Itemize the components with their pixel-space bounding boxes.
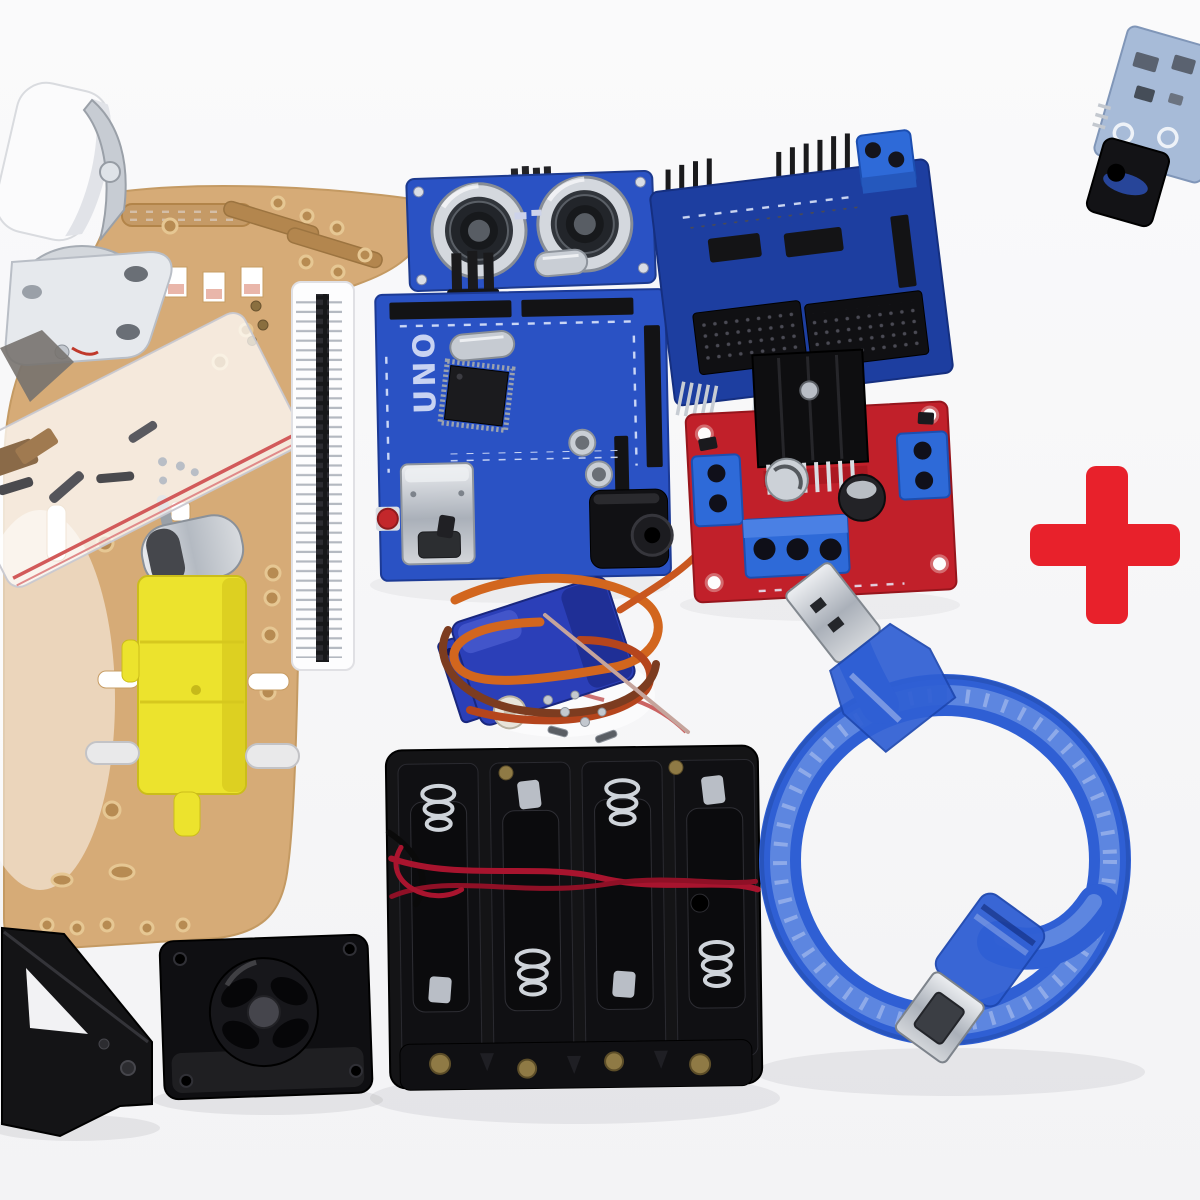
terminal-left xyxy=(690,453,744,528)
shield-terminal xyxy=(855,129,917,194)
uno-header-right xyxy=(643,325,663,468)
usb-b-connector xyxy=(894,892,1046,1064)
gearbox-tab-bottom xyxy=(173,791,201,837)
ultrasonic-sensor xyxy=(405,166,657,292)
transducer-right xyxy=(536,175,634,273)
usb-b-port xyxy=(399,462,476,566)
caster-plate-hole xyxy=(124,266,148,282)
gearbox-tab-left xyxy=(121,639,140,683)
battery-holder xyxy=(384,744,764,1091)
mounting-plate xyxy=(158,933,374,1101)
cap-black xyxy=(837,473,886,522)
header-spine xyxy=(316,294,329,662)
usb-a-connector xyxy=(785,562,957,754)
battery-springs xyxy=(420,778,735,997)
axle-right xyxy=(245,743,300,769)
caster-wheel xyxy=(0,81,173,367)
shield-header-right xyxy=(890,214,917,288)
shield-header xyxy=(707,233,762,263)
dc-motor-can xyxy=(140,494,245,588)
motor-bracket xyxy=(0,926,153,1138)
plate-boss xyxy=(208,957,319,1068)
heatsink xyxy=(751,348,870,469)
plus-sign xyxy=(1030,466,1180,624)
dc-jack xyxy=(589,488,674,569)
bag-contents xyxy=(0,420,199,503)
caster-bolt xyxy=(99,161,121,183)
axle-left xyxy=(85,741,140,765)
cap-silver xyxy=(764,457,809,502)
usb-cable xyxy=(759,562,1131,1064)
pin-header-strip xyxy=(291,281,355,671)
uno-header-top-left xyxy=(389,300,512,320)
gearbox-shade xyxy=(222,578,245,792)
crystal-oscillator xyxy=(534,248,589,278)
mcu-chip xyxy=(437,358,516,434)
arduino-uno: UNO xyxy=(374,250,674,582)
servo-motor xyxy=(437,540,710,744)
terminal-right xyxy=(895,430,951,501)
hinge-pin xyxy=(543,613,690,734)
chassis-glare xyxy=(0,510,115,890)
battery-wires xyxy=(385,829,761,908)
ir-emitter xyxy=(1085,137,1170,228)
battery-screw-posts xyxy=(399,760,753,1091)
uno-print: UNO xyxy=(407,330,444,415)
gear-motor xyxy=(85,494,300,837)
battery-slots xyxy=(397,759,759,1061)
shield-header xyxy=(783,227,844,258)
ir-sensor-module xyxy=(1085,25,1200,228)
hardware-bag xyxy=(0,312,304,588)
usb-a-overmold xyxy=(829,622,957,754)
uno-header-top-right xyxy=(521,297,634,317)
screw-set xyxy=(543,690,618,744)
caster-fork xyxy=(82,98,127,241)
transducer-left xyxy=(430,182,528,280)
battery-contacts xyxy=(428,775,726,1004)
caster-plate-hole xyxy=(116,324,140,340)
plate-screw-holes xyxy=(172,942,364,1088)
gearbox-screw xyxy=(191,685,201,695)
uno-crystal xyxy=(449,330,516,362)
sensor-shield xyxy=(649,129,954,432)
terminal-front xyxy=(742,513,851,579)
reset-button xyxy=(376,507,399,530)
